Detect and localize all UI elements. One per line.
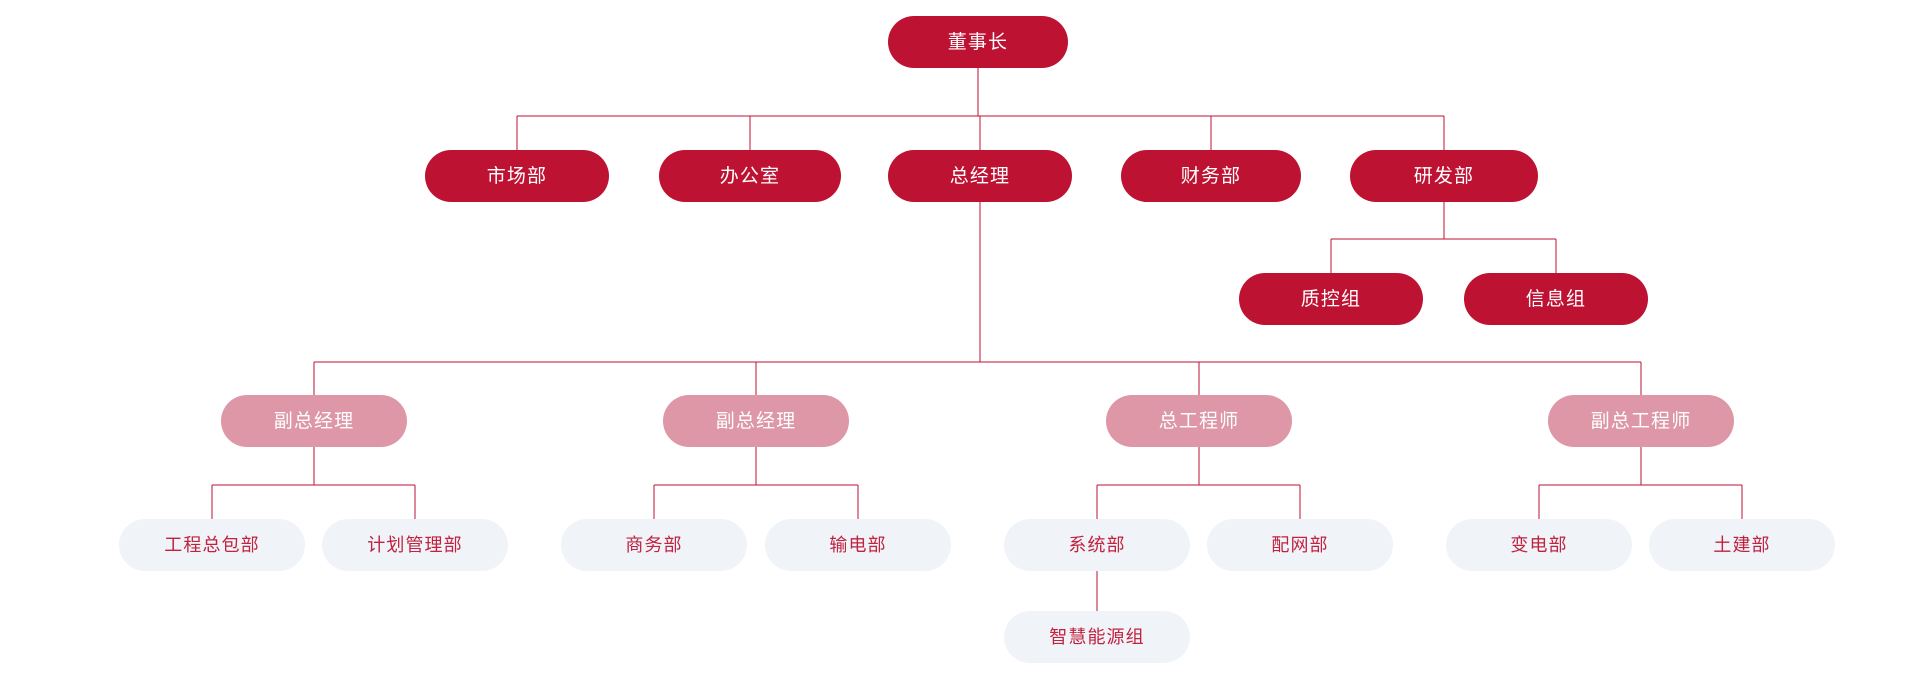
org-node-n20[interactable]: 土建部 xyxy=(1649,519,1835,571)
org-node-n14[interactable]: 计划管理部 xyxy=(322,519,508,571)
org-node-n1[interactable]: 董事长 xyxy=(888,16,1068,68)
org-node-n10[interactable]: 副总经理 xyxy=(663,395,849,447)
org-node-n7[interactable]: 质控组 xyxy=(1239,273,1423,325)
org-node-n15[interactable]: 商务部 xyxy=(561,519,747,571)
org-node-n12[interactable]: 副总工程师 xyxy=(1548,395,1734,447)
org-node-n9[interactable]: 副总经理 xyxy=(221,395,407,447)
org-node-n11[interactable]: 总工程师 xyxy=(1106,395,1292,447)
org-node-label: 土建部 xyxy=(1713,535,1771,555)
org-node-n8[interactable]: 信息组 xyxy=(1464,273,1648,325)
org-node-label: 输电部 xyxy=(829,535,887,555)
org-node-label: 总工程师 xyxy=(1158,410,1240,432)
org-node-n16[interactable]: 输电部 xyxy=(765,519,951,571)
org-node-n3[interactable]: 办公室 xyxy=(659,150,841,202)
org-node-label: 计划管理部 xyxy=(367,535,463,555)
org-node-n17[interactable]: 系统部 xyxy=(1004,519,1190,571)
org-node-n21[interactable]: 智慧能源组 xyxy=(1004,611,1190,663)
org-node-label: 总经理 xyxy=(949,165,1011,187)
org-node-n19[interactable]: 变电部 xyxy=(1446,519,1632,571)
org-node-label: 变电部 xyxy=(1510,535,1568,555)
org-node-label: 研发部 xyxy=(1413,165,1475,187)
org-node-label: 系统部 xyxy=(1068,535,1126,555)
org-node-label: 信息组 xyxy=(1525,288,1587,310)
org-node-label: 质控组 xyxy=(1300,288,1362,310)
org-node-n2[interactable]: 市场部 xyxy=(425,150,609,202)
org-node-label: 智慧能源组 xyxy=(1049,627,1145,647)
org-node-label: 办公室 xyxy=(719,165,781,187)
org-node-label: 财务部 xyxy=(1180,165,1242,187)
org-node-label: 工程总包部 xyxy=(164,535,260,555)
org-node-n5[interactable]: 财务部 xyxy=(1121,150,1301,202)
org-node-label: 副总经理 xyxy=(715,410,797,432)
org-node-n4[interactable]: 总经理 xyxy=(888,150,1072,202)
org-node-label: 董事长 xyxy=(947,31,1009,53)
org-node-label: 市场部 xyxy=(486,165,548,187)
org-node-label: 配网部 xyxy=(1271,535,1329,555)
org-node-label: 副总经理 xyxy=(273,410,355,432)
org-node-label: 商务部 xyxy=(625,535,683,555)
org-node-n18[interactable]: 配网部 xyxy=(1207,519,1393,571)
org-node-label: 副总工程师 xyxy=(1590,410,1692,432)
org-node-n6[interactable]: 研发部 xyxy=(1350,150,1538,202)
org-node-n13[interactable]: 工程总包部 xyxy=(119,519,305,571)
